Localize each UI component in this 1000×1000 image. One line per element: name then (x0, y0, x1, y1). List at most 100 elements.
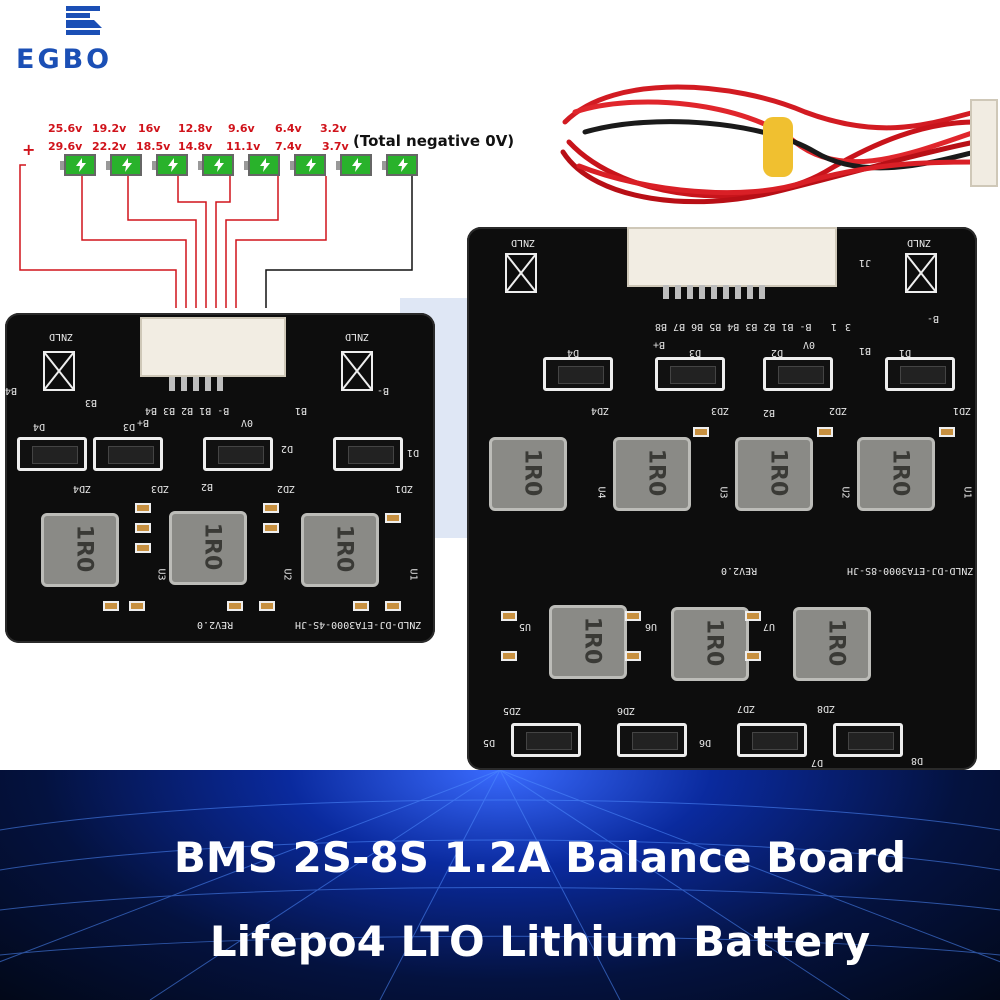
diode-label: D3 (123, 421, 136, 432)
smd-resistor (817, 427, 833, 437)
board-brand: ZNLD (49, 331, 74, 342)
inductor: 1R0 (671, 607, 749, 681)
pin-label: 3 (845, 321, 852, 332)
smd-resistor (353, 601, 369, 611)
balance-board-8s: B- B1 B2 B3 B4 B5 B6 B7 B8 J1 ZNLD ZNLD … (467, 227, 977, 770)
pin-label: 0V (803, 339, 816, 350)
pin-label: B2 (201, 481, 214, 492)
pin-label: B1 (295, 405, 308, 416)
diode (763, 357, 833, 391)
voltage-label: 22.2v (92, 140, 127, 153)
pin-label: B- (377, 385, 390, 396)
inductor: 1R0 (41, 513, 119, 587)
board-connector (627, 227, 837, 287)
headline-line-2: Lifepo4 LTO Lithium Battery (209, 917, 871, 966)
battery-wiring-diagram: + 25.6v 19.2v 16v 12.8v 9.6v 6.4v 3.2v 2… (0, 110, 560, 320)
pin-label: B- (927, 313, 940, 324)
inductor: 1R0 (301, 513, 379, 587)
pin-label: B4 (5, 385, 18, 396)
lightning-bolt-icon (122, 158, 132, 172)
logo-mark-icon (66, 6, 102, 35)
board-brand: ZNLD (511, 237, 536, 248)
smd-resistor (939, 427, 955, 437)
ic-label: U3 (717, 486, 729, 499)
smd-resistor (227, 601, 243, 611)
voltage-label: 16v (138, 122, 161, 135)
lightning-bolt-icon (214, 158, 224, 172)
inductor-label: 1R0 (823, 618, 849, 667)
balance-board-4s: B- B1 B2 B3 B4 ZNLD ZNLD B4 B3 B+ 0V B2 … (5, 313, 435, 643)
battery-cell (290, 154, 326, 176)
inductor-label: 1R0 (579, 616, 605, 665)
voltage-label: 11.1v (226, 140, 261, 153)
diode-label: D5 (483, 737, 496, 748)
connector-ref: J1 (859, 257, 872, 268)
diode-label: D1 (899, 347, 912, 358)
voltage-label: 3.7v (322, 140, 349, 153)
smd-resistor (625, 651, 641, 661)
wiring-lines (19, 164, 413, 308)
logo-text: EGBO (16, 44, 113, 75)
smd-resistor (501, 651, 517, 661)
smd-resistor (129, 601, 145, 611)
smd-resistor (625, 611, 641, 621)
pin-label: 0V (241, 417, 254, 428)
zener-label: ZD6 (617, 705, 636, 716)
smd-resistor (745, 651, 761, 661)
cable-tie (763, 117, 793, 177)
ic-label: U2 (839, 486, 851, 499)
smd-resistor (135, 503, 151, 513)
smd-resistor (693, 427, 709, 437)
zener-label: ZD4 (591, 405, 610, 416)
board-revision: REV2.0 (721, 565, 758, 576)
ic-label: U3 (155, 568, 167, 581)
voltage-label: 7.4v (275, 140, 302, 153)
zener-label: ZD8 (817, 703, 836, 714)
inductor: 1R0 (735, 437, 813, 511)
board-brand: ZNLD (345, 331, 370, 342)
diode-label: D2 (771, 347, 784, 358)
smd-resistor (103, 601, 119, 611)
diode (93, 437, 163, 471)
board-connector (140, 317, 286, 377)
inductor-label: 1R0 (519, 448, 545, 497)
board-model: ZNLD-DJ-ETA3000-4S-JH (295, 619, 422, 630)
inductor-label: 1R0 (199, 522, 225, 571)
voltage-label: 9.6v (228, 122, 255, 135)
inductor-label: 1R0 (701, 618, 727, 667)
connector-pin-labels: B- B1 B2 B3 B4 (145, 405, 230, 416)
diode (203, 437, 273, 471)
connector-pin-labels: B- B1 B2 B3 B4 B5 B6 B7 B8 (655, 321, 812, 332)
smd-resistor (263, 523, 279, 533)
pin-label: 1 (831, 321, 838, 332)
diode (655, 357, 725, 391)
zener-label: ZD5 (503, 705, 522, 716)
ic-label: U1 (407, 568, 419, 581)
fuse-symbol-icon (341, 351, 373, 391)
wire-harness (560, 84, 998, 205)
smd-resistor (501, 611, 517, 621)
ic-label: U5 (519, 621, 532, 632)
lightning-bolt-icon (398, 158, 408, 172)
zener-label: ZD3 (151, 483, 170, 494)
inductor: 1R0 (613, 437, 691, 511)
diode-label: D2 (281, 443, 294, 454)
battery-cell (336, 154, 372, 176)
diode (333, 437, 403, 471)
smd-resistor (259, 601, 275, 611)
battery-cell (244, 154, 280, 176)
voltage-label: 19.2v (92, 122, 127, 135)
inductor-label: 1R0 (643, 448, 669, 497)
inductor-label: 1R0 (71, 524, 97, 573)
diode-label: D6 (699, 737, 712, 748)
wire-connector (970, 99, 998, 187)
lightning-bolt-icon (306, 158, 316, 172)
diode-label: D3 (689, 347, 702, 358)
pin-label: B3 (85, 397, 98, 408)
board-model: ZNLD-DJ-ETA3000-8S-JH (847, 565, 974, 576)
diode-label: D7 (811, 757, 824, 768)
pin-label: B+ (137, 417, 150, 428)
smd-resistor (385, 513, 401, 523)
voltage-label: 14.8v (178, 140, 213, 153)
lightning-bolt-icon (260, 158, 270, 172)
